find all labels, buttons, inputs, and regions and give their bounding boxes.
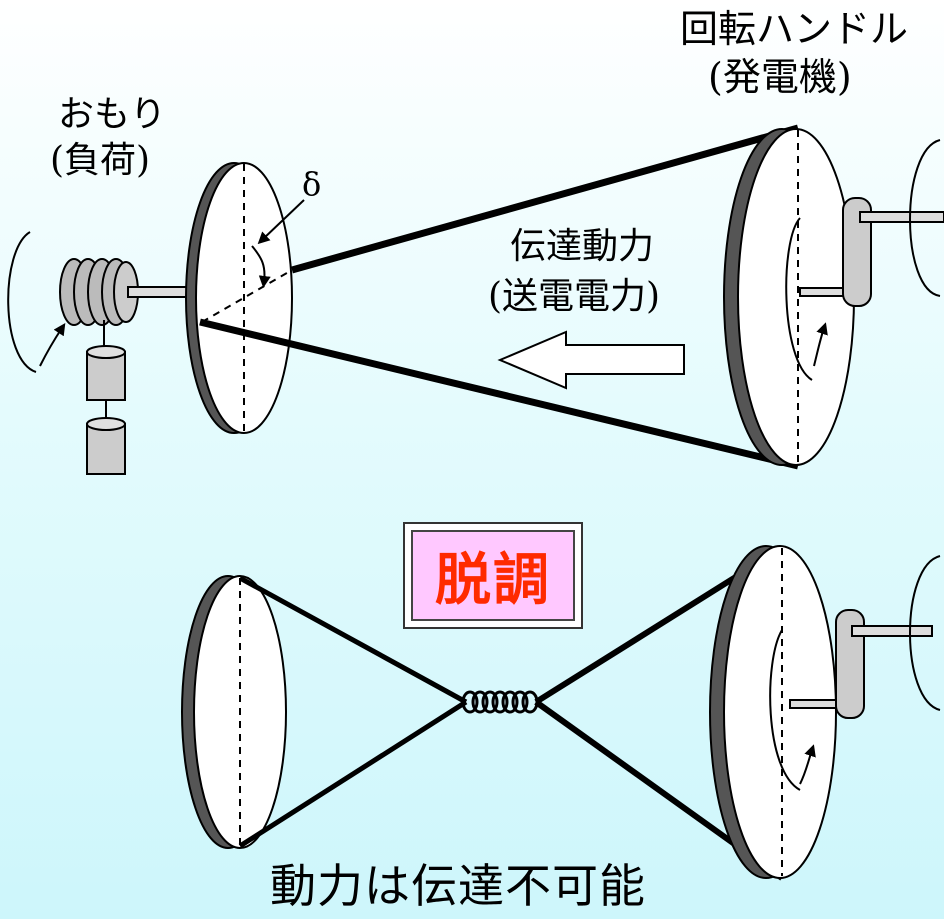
angle-delta-label: δ: [302, 165, 322, 203]
transmission-belt-top: [199, 124, 799, 470]
load-rotation-arrow: [7, 231, 66, 373]
load-disk: [185, 162, 293, 434]
load-shaft: [127, 286, 195, 298]
generator-disk: [723, 128, 855, 466]
desync-badge-inner: 脱調: [411, 530, 575, 621]
load-coil: [59, 258, 139, 326]
weight-title-label: おもり: [58, 94, 167, 135]
handle-title-label: 回転ハンドル: [680, 7, 909, 51]
handle-subtitle-label: (発電機): [708, 55, 852, 99]
bottom-caption: 動力は伝達不可能: [270, 859, 646, 913]
power-subtitle-label: (送電電力): [488, 276, 661, 317]
desync-generator-disk: [709, 545, 837, 879]
desync-badge-text: 脱調: [435, 548, 551, 613]
angle-delta-pointer: [251, 199, 305, 288]
generator-crank: [799, 139, 944, 307]
desync-badge: 脱調: [403, 522, 583, 629]
desync-load-disk: [181, 575, 287, 849]
weight-subtitle-label: (負荷): [50, 140, 151, 181]
power-flow-arrow: [497, 330, 685, 390]
power-title-label: 伝達動力: [510, 226, 655, 267]
hanging-weights: [86, 320, 126, 475]
desync-generator-crank: [789, 555, 941, 719]
belt-twist-knot: [461, 690, 539, 714]
